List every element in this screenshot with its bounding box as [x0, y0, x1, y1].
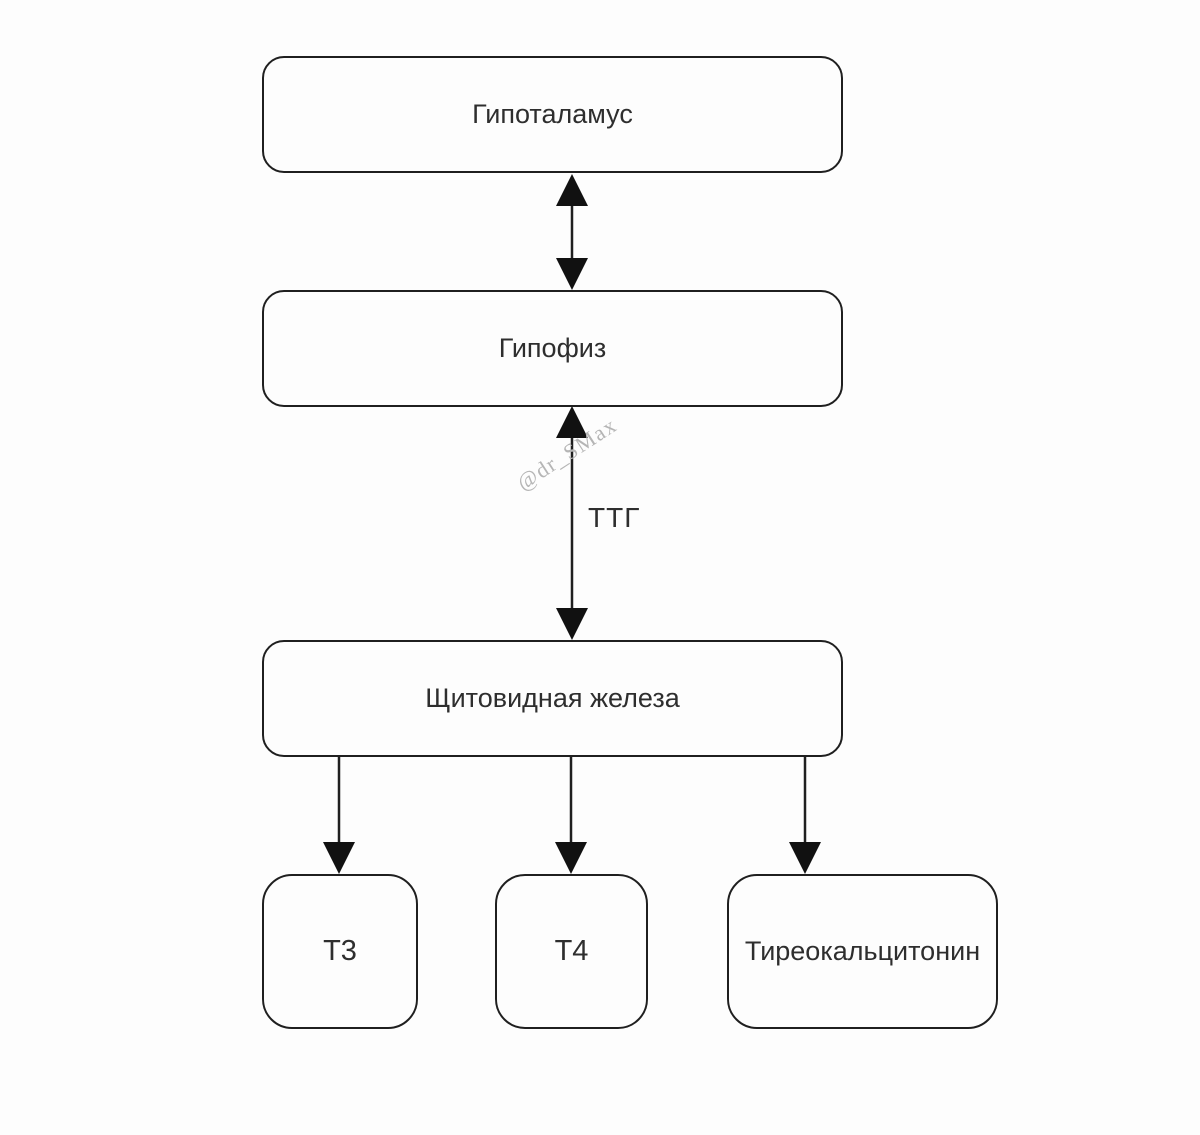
edge-thyroid-thyrocalcitonin-arrow	[789, 757, 821, 874]
node-pituitary: Гипофиз	[262, 290, 843, 407]
node-t3-label: Т3	[323, 935, 357, 967]
edge-hypothalamus-pituitary-arrow	[556, 174, 588, 290]
node-t4: Т4	[495, 874, 648, 1029]
node-hypothalamus-label: Гипоталамус	[472, 99, 633, 129]
node-hypothalamus: Гипоталамус	[262, 56, 843, 173]
node-t3: Т3	[262, 874, 418, 1029]
edge-thyroid-t3-arrow	[323, 757, 355, 874]
edge-thyroid-t4-arrow	[555, 757, 587, 874]
node-thyroid: Щитовидная железа	[262, 640, 843, 757]
node-thyroid-label: Щитовидная железа	[425, 683, 680, 713]
node-thyrocalcitonin-label: Тиреокальцитонин	[744, 936, 981, 966]
node-pituitary-label: Гипофиз	[498, 333, 607, 363]
node-thyrocalcitonin: Тиреокальцитонин	[727, 874, 998, 1029]
node-t4-label: Т4	[554, 935, 589, 967]
watermark: @dr_SMax	[512, 412, 622, 496]
edge-label-ttg: ТТГ	[588, 502, 641, 533]
